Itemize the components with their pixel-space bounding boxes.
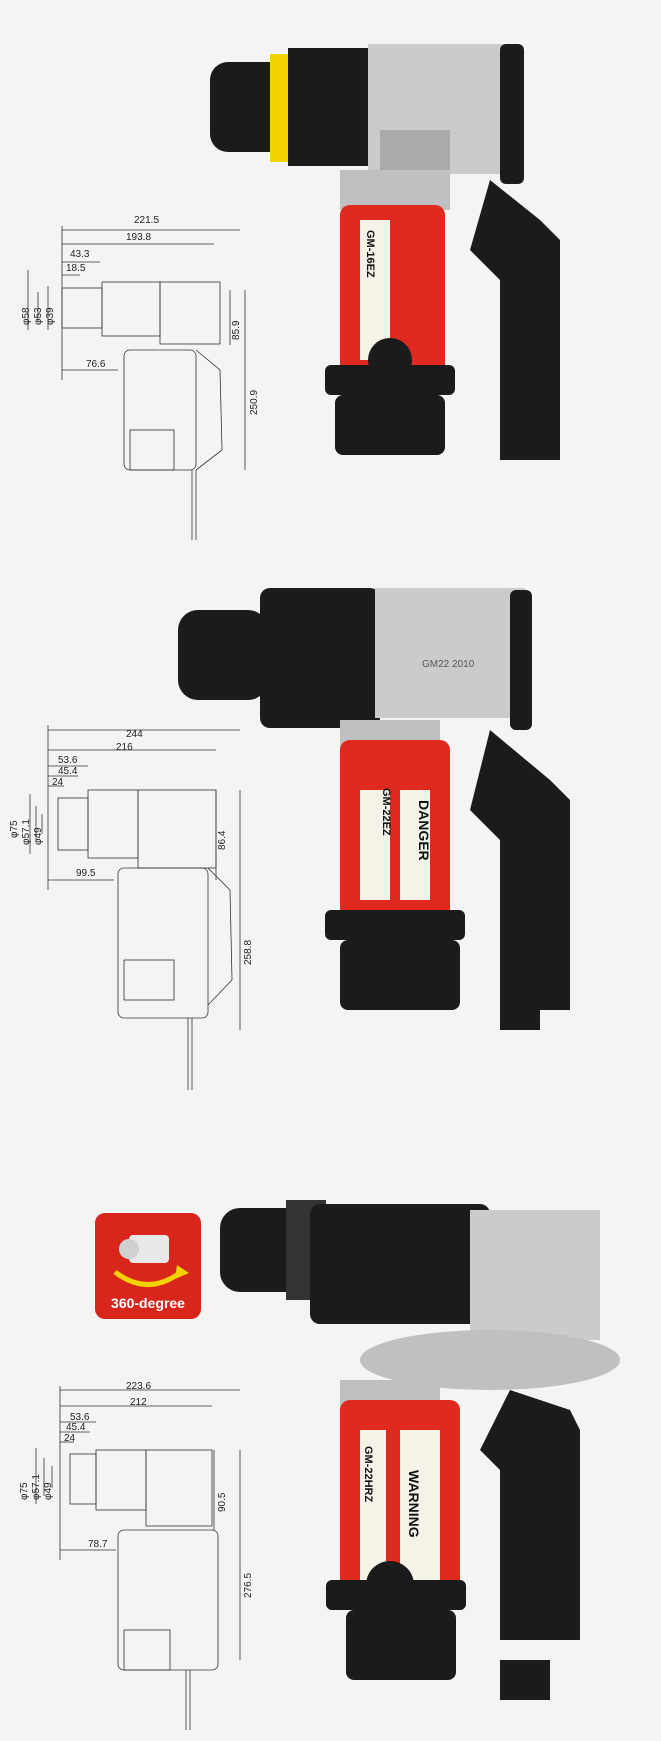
- model-label-2: GM-22EZ: [380, 788, 392, 836]
- dimension-drawing-2: [29, 725, 241, 1090]
- dim-length-3: 53.6: [70, 1412, 90, 1423]
- dim-diameter-2: φ57.1: [31, 1474, 42, 1500]
- dim-overall-length: 223.6: [126, 1381, 152, 1392]
- product-section-1: 221.5 193.8 43.3 18.5 φ58 φ53 φ39 85.9 7…: [0, 0, 661, 560]
- dim-length-3: 43.3: [70, 249, 90, 260]
- dimension-drawing-3: [35, 1386, 241, 1730]
- dim-diameter-1: φ58: [21, 307, 32, 325]
- dim-length-3: 53.6: [58, 755, 78, 766]
- dim-offset: 76.6: [86, 359, 106, 370]
- dim-length-2: 193.8: [126, 232, 152, 243]
- rotation-icon: [113, 1235, 189, 1287]
- warning-label: WARNING: [406, 1470, 422, 1538]
- model-label-3: GM-22HRZ: [362, 1446, 374, 1503]
- dim-diameter-3: φ49: [43, 1482, 54, 1500]
- tool-image-1: [210, 44, 560, 460]
- casting-text: GM22 2010: [422, 659, 475, 670]
- dim-length-5: 24: [64, 1433, 76, 1444]
- tool-image-2: [178, 588, 570, 1030]
- dim-overall-length: 244: [126, 729, 143, 740]
- dim-overall-length: 221.5: [134, 215, 160, 226]
- badge-label: 360-degree: [111, 1295, 185, 1311]
- dim-length-4: 18.5: [66, 263, 86, 274]
- model-label-1: GM-16EZ: [364, 230, 376, 278]
- dim-length-2: 212: [130, 1397, 147, 1408]
- dim-offset: 99.5: [76, 868, 96, 879]
- dim-diameter-3: φ49: [33, 827, 44, 845]
- dim-diameter-2: φ53: [33, 307, 44, 325]
- dim-offset: 78.7: [88, 1539, 108, 1550]
- dim-length-2: 216: [116, 742, 133, 753]
- rotation-360-badge: 360-degree: [95, 1213, 201, 1319]
- dim-diameter-2: φ57.1: [21, 819, 32, 845]
- dimension-drawing-1: [27, 226, 246, 540]
- dim-diameter-1: φ75: [19, 1482, 30, 1500]
- dim-diameter-3: φ39: [45, 307, 56, 325]
- dim-diameter-1: φ75: [9, 820, 20, 838]
- tool-image-3: [220, 1200, 620, 1700]
- dim-length-5: 24: [52, 777, 64, 788]
- product-section-2: 244 216 53.6 45.4 24 φ75 φ57.1 φ49 86.4 …: [0, 560, 661, 1120]
- dim-length-4: 45.4: [58, 766, 78, 777]
- danger-label: DANGER: [416, 800, 432, 861]
- dim-length-4: 45.4: [66, 1422, 86, 1433]
- product-section-3: 223.6 212 53.6 45.4 24 φ75 φ57.1 φ49 90.…: [0, 1160, 661, 1741]
